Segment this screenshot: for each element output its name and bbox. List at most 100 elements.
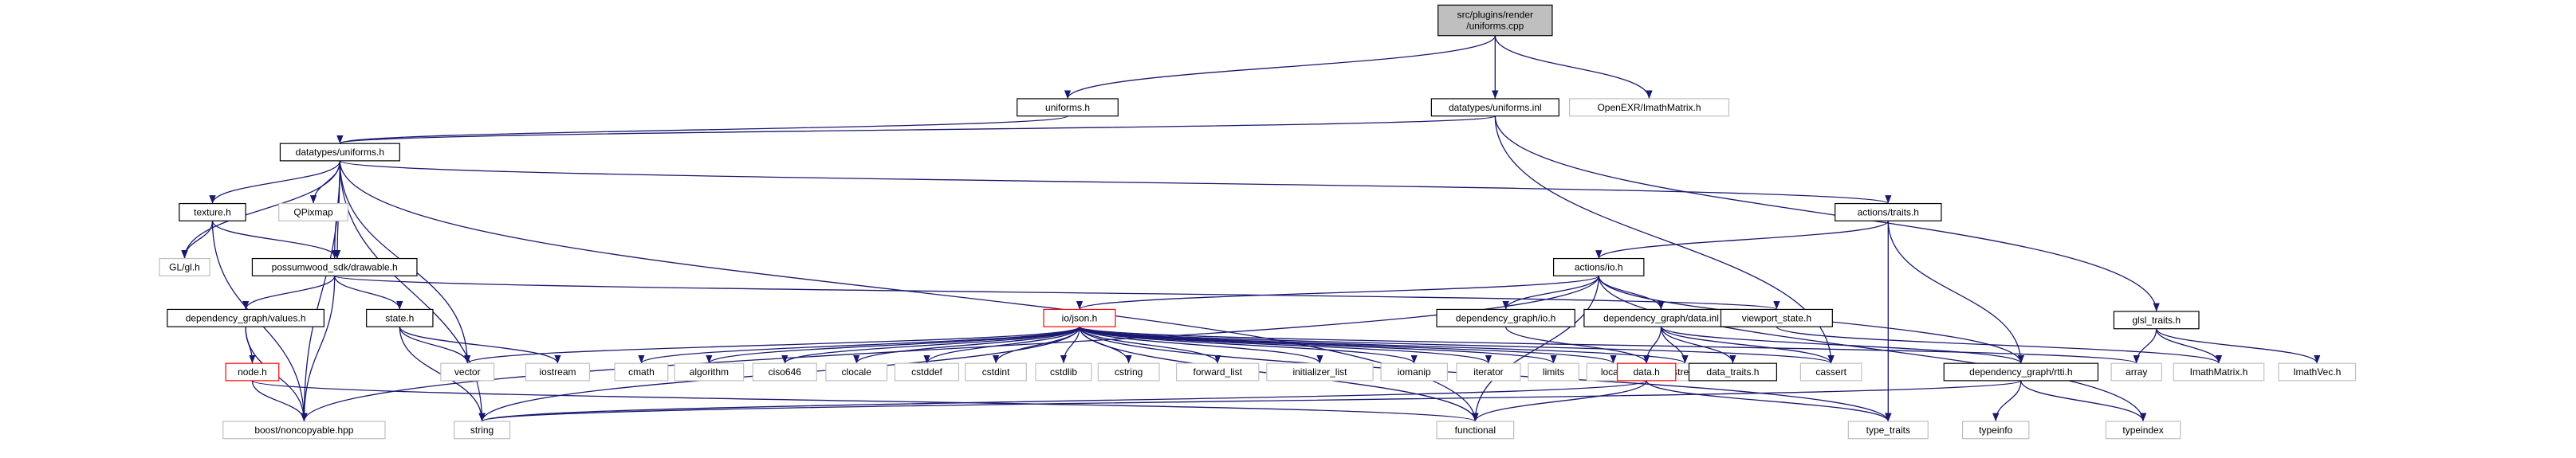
- node-box-dg_io: [1436, 308, 1575, 327]
- node-layer: src/plugins/render/uniforms.cpp uniforms.…: [159, 4, 2357, 440]
- node-array: array: [2110, 362, 2162, 382]
- edge-data_h-to-functional: [1472, 380, 1647, 422]
- edge-drawable_h-to-boost_noncopyable: [301, 276, 336, 422]
- edge-state_h-to-iostream: [399, 326, 561, 364]
- node-box-forward_list: [1176, 362, 1260, 382]
- node-box-texture_h: [179, 202, 246, 221]
- node-label-dt_uniforms_h: datatypes/uniforms.h: [296, 147, 384, 158]
- node-dg_data_inl[interactable]: dependency_graph/data.inl: [1583, 308, 1739, 327]
- node-box-typeinfo: [1961, 421, 2030, 440]
- node-io_json[interactable]: io/json.h: [1043, 308, 1116, 327]
- node-iomanip: iomanip: [1380, 362, 1448, 382]
- node-label-cstdint: cstdint: [982, 366, 1010, 378]
- node-algorithm: algorithm: [674, 362, 745, 382]
- edge-texture_h-to-gl_h: [181, 221, 214, 259]
- edge-dt_uniforms_inl-to-glsl_traits: [1494, 115, 2160, 312]
- edge-io_json-to-initializer_list: [1079, 326, 1323, 364]
- node-box-cstring: [1097, 362, 1160, 382]
- edge-io_json-to-cassert: [1079, 326, 1835, 364]
- node-actions_io[interactable]: actions/io.h: [1552, 257, 1645, 276]
- node-limits: limits: [1528, 362, 1579, 382]
- node-label-cstddef: cstddef: [911, 366, 942, 378]
- node-viewport_state[interactable]: viewport_state.h: [1720, 308, 1833, 327]
- node-box-uniforms_h: [1017, 98, 1119, 117]
- node-dt_uniforms_h[interactable]: datatypes/uniforms.h: [279, 143, 400, 162]
- node-cstdint: cstdint: [965, 362, 1028, 382]
- node-label-io_json: io/json.h: [1062, 312, 1098, 323]
- node-box-root: [1437, 4, 1553, 37]
- edge-dg_rtti-to-typeinfo: [1992, 380, 2022, 422]
- node-imath_vec: ImathVec.h: [2278, 362, 2357, 382]
- node-label-glsl_traits: glsl_traits.h: [2132, 315, 2181, 326]
- node-box-iostream: [525, 362, 591, 382]
- node-box-cstdlib: [1035, 362, 1092, 382]
- node-texture_h[interactable]: texture.h: [179, 202, 246, 221]
- edge-dg_data_inl-to-data_h: [1643, 327, 1662, 364]
- node-label-uniforms_h: uniforms.h: [1045, 102, 1090, 113]
- node-label-root-1: /uniforms.cpp: [1466, 21, 1524, 32]
- node-box-imath_matrix: [2173, 362, 2265, 382]
- edge-io_json-to-ciso646: [781, 326, 1080, 364]
- node-actions_traits[interactable]: actions/traits.h: [1835, 202, 1942, 221]
- node-label-dt_uniforms_inl: datatypes/uniforms.inl: [1449, 102, 1542, 113]
- node-label-data_traits: data_traits.h: [1706, 366, 1759, 378]
- edge-dg_data_inl-to-data_traits: [1660, 327, 1736, 364]
- node-box-clocale: [825, 362, 888, 382]
- node-label-iterator: iterator: [1473, 366, 1503, 378]
- node-label-root-0: src/plugins/render: [1457, 10, 1533, 21]
- edge-actions_io-to-typeindex: [1598, 276, 2147, 422]
- node-label-clocale: clocale: [842, 366, 872, 378]
- node-state_h[interactable]: state.h: [366, 308, 434, 327]
- node-label-gl_h: GL/gl.h: [169, 261, 200, 272]
- node-label-viewport_state: viewport_state.h: [1742, 312, 1811, 323]
- node-box-actions_traits: [1835, 202, 1942, 221]
- node-box-vector: [440, 362, 495, 382]
- node-glsl_traits[interactable]: glsl_traits.h: [2113, 311, 2200, 330]
- node-box-boost_noncopyable: [222, 421, 386, 440]
- edge-actions_traits-to-actions_io: [1595, 220, 1889, 259]
- edge-io_json-to-forward_list: [1079, 326, 1221, 364]
- node-drawable_h[interactable]: possumwood_sdk/drawable.h: [251, 257, 418, 276]
- node-root[interactable]: src/plugins/render/uniforms.cpp: [1437, 4, 1553, 37]
- node-imath_matrix: ImathMatrix.h: [2173, 362, 2265, 382]
- node-data_traits[interactable]: data_traits.h: [1688, 362, 1777, 382]
- node-dg_rtti[interactable]: dependency_graph/rtti.h: [1943, 362, 2099, 382]
- node-node_h[interactable]: node.h: [225, 362, 280, 382]
- node-label-string: string: [470, 425, 494, 436]
- node-box-algorithm: [674, 362, 745, 382]
- edge-dg_io-to-data_h: [1504, 326, 1650, 364]
- node-box-type_traits: [1847, 421, 1929, 440]
- node-box-glsl_traits: [2113, 311, 2200, 330]
- node-initializer_list: initializer_list: [1266, 362, 1374, 382]
- node-label-typeinfo: typeinfo: [1979, 425, 2012, 436]
- node-label-forward_list: forward_list: [1194, 366, 1243, 378]
- node-dg_io[interactable]: dependency_graph/io.h: [1436, 308, 1575, 327]
- node-label-openexr: OpenEXR/ImathMatrix.h: [1597, 102, 1701, 113]
- node-label-drawable_h: possumwood_sdk/drawable.h: [272, 261, 398, 272]
- node-label-cstdlib: cstdlib: [1050, 366, 1077, 378]
- edge-dg_rtti-to-typeindex: [2020, 380, 2147, 422]
- node-label-imath_vec: ImathVec.h: [2293, 366, 2341, 378]
- edge-node_h-to-functional: [251, 380, 1478, 422]
- edge-io_json-to-cstddef: [923, 326, 1080, 364]
- node-iterator: iterator: [1456, 362, 1521, 382]
- node-box-cmath: [614, 362, 669, 382]
- node-dg_values[interactable]: dependency_graph/values.h: [167, 308, 324, 327]
- node-box-imath_vec: [2278, 362, 2357, 382]
- edge-io_json-to-iterator: [1079, 326, 1492, 364]
- node-box-initializer_list: [1266, 362, 1374, 382]
- node-box-iomanip: [1380, 362, 1448, 382]
- node-dt_uniforms_inl[interactable]: datatypes/uniforms.inl: [1430, 98, 1559, 117]
- edge-dt_uniforms_h-to-actions_traits: [339, 160, 1891, 205]
- node-type_traits: type_traits: [1847, 421, 1929, 440]
- edge-actions_io-to-io_json: [1076, 275, 1599, 311]
- node-uniforms_h[interactable]: uniforms.h: [1017, 98, 1119, 117]
- node-typeinfo: typeinfo: [1961, 421, 2030, 440]
- node-label-array: array: [2126, 366, 2147, 378]
- node-box-openexr: [1568, 98, 1730, 117]
- node-box-drawable_h: [251, 257, 418, 276]
- node-box-node_h: [225, 362, 280, 382]
- node-data_h[interactable]: data.h: [1616, 362, 1677, 382]
- node-box-data_h: [1616, 362, 1677, 382]
